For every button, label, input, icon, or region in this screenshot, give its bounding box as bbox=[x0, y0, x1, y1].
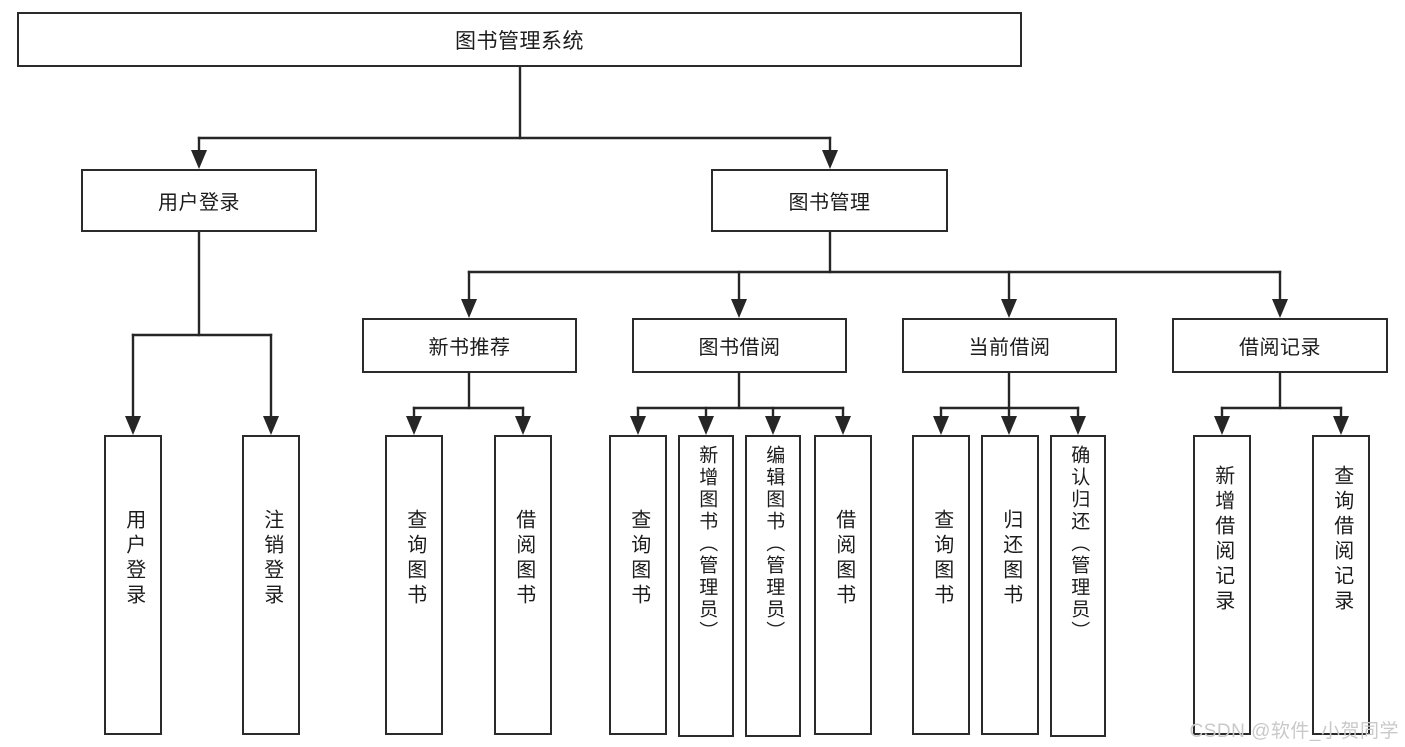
node-leaf-edit-book-label: 编辑图书（管理员） bbox=[763, 445, 785, 643]
arrowhead-book-borrow bbox=[731, 299, 747, 318]
node-leaf-borrow-book-1-label: 借阅图书 bbox=[512, 509, 535, 609]
arrowhead-leaf-query-book-3 bbox=[933, 416, 949, 435]
arrowhead-leaf-query-record bbox=[1333, 416, 1349, 435]
node-user-login[interactable]: 用户登录 bbox=[81, 169, 317, 232]
node-root-label: 图书管理系统 bbox=[455, 29, 584, 53]
node-leaf-add-record[interactable]: 新增借阅记录 bbox=[1193, 435, 1251, 735]
node-leaf-add-record-label: 新增借阅记录 bbox=[1211, 465, 1234, 615]
node-leaf-return-book[interactable]: 归还图书 bbox=[981, 435, 1039, 735]
arrowhead-leaf-add-record bbox=[1214, 416, 1230, 435]
node-leaf-logout-login-label: 注销登录 bbox=[260, 509, 283, 609]
arrowhead-borrow-record bbox=[1272, 299, 1288, 318]
node-leaf-query-record-label: 查询借阅记录 bbox=[1330, 465, 1353, 615]
node-book-borrow[interactable]: 图书借阅 bbox=[632, 318, 847, 373]
arrowhead-leaf-user-login bbox=[125, 416, 141, 435]
node-leaf-borrow-book-2[interactable]: 借阅图书 bbox=[814, 435, 872, 735]
node-leaf-query-book-2-label: 查询图书 bbox=[627, 509, 650, 609]
arrowhead-leaf-query-book-2 bbox=[630, 416, 646, 435]
node-leaf-query-book-1[interactable]: 查询图书 bbox=[385, 435, 443, 735]
arrowhead-leaf-return-book bbox=[1001, 416, 1017, 435]
node-leaf-user-login[interactable]: 用户登录 bbox=[104, 435, 162, 735]
node-book-manage[interactable]: 图书管理 bbox=[711, 169, 948, 232]
arrowhead-user-login bbox=[191, 150, 207, 169]
node-current-borrow-label: 当前借阅 bbox=[968, 337, 1051, 359]
arrowhead-leaf-query-book-1 bbox=[406, 416, 422, 435]
arrowhead-leaf-borrow-book-1 bbox=[515, 416, 531, 435]
arrowhead-new-book-recommend bbox=[461, 299, 477, 318]
node-borrow-record[interactable]: 借阅记录 bbox=[1172, 318, 1388, 373]
node-leaf-borrow-book-1[interactable]: 借阅图书 bbox=[494, 435, 552, 735]
node-leaf-confirm-return-label: 确认归还（管理员） bbox=[1068, 445, 1090, 643]
arrowhead-leaf-borrow-book-2 bbox=[835, 416, 851, 435]
node-new-book-recommend-label: 新书推荐 bbox=[428, 337, 511, 359]
arrowhead-leaf-edit-book bbox=[765, 416, 781, 435]
node-user-login-label: 用户登录 bbox=[158, 192, 240, 214]
arrowhead-current-borrow bbox=[1001, 299, 1017, 318]
node-leaf-confirm-return[interactable]: 确认归还（管理员） bbox=[1050, 435, 1106, 737]
arrowhead-leaf-add-book bbox=[698, 416, 714, 435]
node-leaf-add-book-label: 新增图书（管理员） bbox=[696, 445, 718, 643]
node-leaf-return-book-label: 归还图书 bbox=[999, 509, 1022, 609]
node-leaf-logout-login[interactable]: 注销登录 bbox=[242, 435, 300, 735]
arrowhead-book-manage bbox=[822, 150, 838, 169]
node-leaf-query-book-3-label: 查询图书 bbox=[930, 509, 953, 609]
node-leaf-query-book-2[interactable]: 查询图书 bbox=[609, 435, 667, 735]
node-leaf-user-login-label: 用户登录 bbox=[122, 509, 145, 609]
arrowhead-leaf-confirm-return bbox=[1070, 416, 1086, 435]
csdn-watermark: CSDN @软件_小贺同学 bbox=[1189, 721, 1399, 742]
node-new-book-recommend[interactable]: 新书推荐 bbox=[362, 318, 577, 373]
node-leaf-query-book-1-label: 查询图书 bbox=[403, 509, 426, 609]
node-root[interactable]: 图书管理系统 bbox=[17, 12, 1022, 67]
node-book-manage-label: 图书管理 bbox=[788, 192, 871, 214]
node-book-borrow-label: 图书借阅 bbox=[698, 337, 781, 359]
node-leaf-add-book[interactable]: 新增图书（管理员） bbox=[678, 435, 734, 737]
node-leaf-edit-book[interactable]: 编辑图书（管理员） bbox=[745, 435, 801, 737]
arrowhead-leaf-logout-login bbox=[263, 416, 279, 435]
node-leaf-borrow-book-2-label: 借阅图书 bbox=[832, 509, 855, 609]
node-current-borrow[interactable]: 当前借阅 bbox=[902, 318, 1117, 373]
node-leaf-query-book-3[interactable]: 查询图书 bbox=[912, 435, 970, 735]
node-leaf-query-record[interactable]: 查询借阅记录 bbox=[1312, 435, 1370, 735]
node-borrow-record-label: 借阅记录 bbox=[1239, 337, 1321, 359]
